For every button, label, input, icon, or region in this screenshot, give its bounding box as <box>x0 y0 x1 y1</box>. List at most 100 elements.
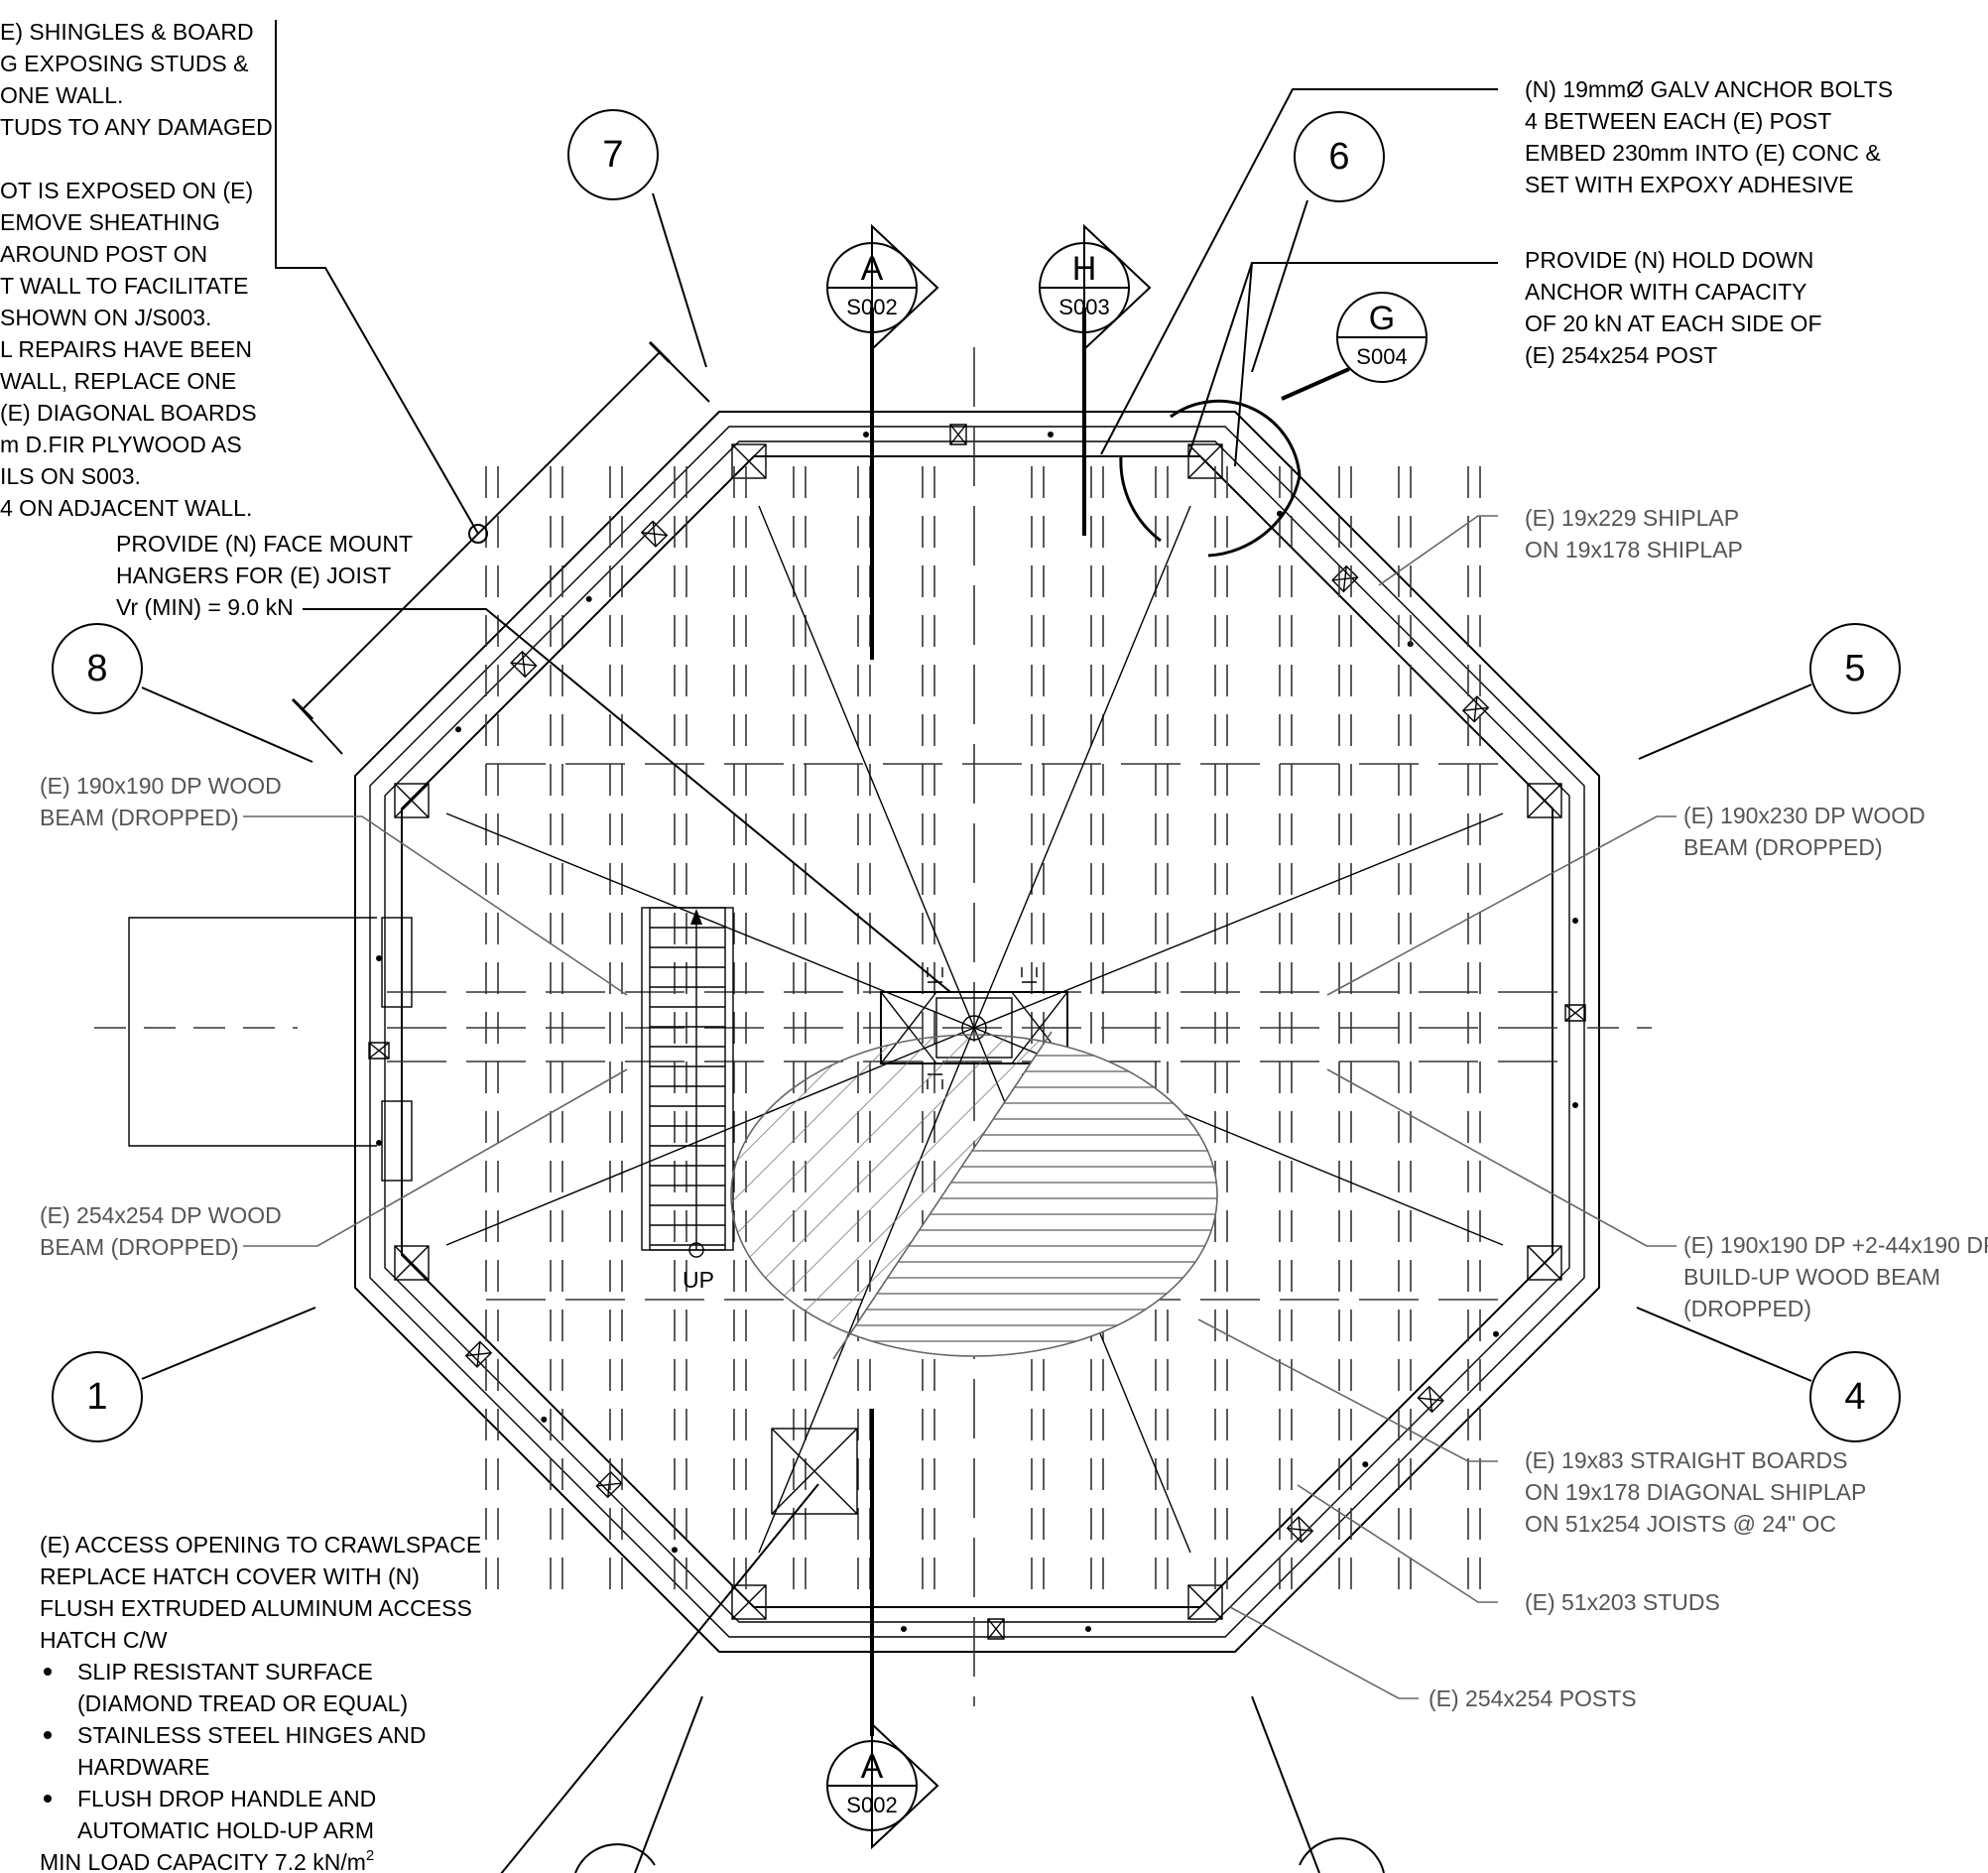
note-line: ILS ON S003. <box>0 463 141 489</box>
anchor-bolt <box>1362 1461 1369 1468</box>
anchor-bolt <box>1492 1330 1499 1337</box>
note-line: T WALL TO FACILITATE <box>0 273 249 299</box>
wall-stud-mark <box>949 424 967 445</box>
anchor-bolt <box>1048 432 1054 437</box>
note-line: (E) 19x83 STRAIGHT BOARDS <box>1525 1447 1848 1473</box>
stair-start <box>688 1242 704 1258</box>
wall-stud-mark <box>1462 706 1489 711</box>
note-line: SET WITH EXPOXY ADHESIVE <box>1525 172 1853 197</box>
stair-arrowhead <box>690 909 702 925</box>
note-line: BEAM (DROPPED) <box>40 805 239 830</box>
note-line: HATCH C/W <box>40 1627 168 1653</box>
leaders <box>243 20 1677 1873</box>
detail-mark-g: G S004 <box>1119 292 1428 558</box>
post <box>731 443 767 479</box>
anchor-bolt <box>585 595 592 602</box>
grid-bubble-6 <box>1294 111 1385 202</box>
note-line: PROVIDE (N) FACE MOUNT <box>116 531 413 557</box>
stair <box>641 907 734 1251</box>
note-line: ANCHOR WITH CAPACITY <box>1525 279 1807 305</box>
anchor-bolt <box>541 1416 548 1423</box>
grid-bubble-5 <box>1809 623 1901 714</box>
grid-label-6: 6 <box>1328 136 1349 178</box>
wall-studs <box>368 424 1586 1640</box>
wall-stud-mark <box>1298 1517 1303 1543</box>
note-beam-254: (E) 254x254 DP WOOD BEAM (DROPPED) <box>40 1202 282 1260</box>
section-a-sheet: S002 <box>846 295 897 319</box>
anchor-bolt <box>1572 918 1578 924</box>
anchor-bolt <box>901 1626 907 1632</box>
note-line: (N) 19mmØ GALV ANCHOR BOLTS <box>1525 76 1893 102</box>
post <box>731 1584 767 1620</box>
note-beam-190x230: (E) 190x230 DP WOOD BEAM (DROPPED) <box>1683 803 1926 860</box>
note-line: (E) 254x254 POST <box>1525 342 1717 368</box>
detail-g-letter: G <box>1369 300 1395 337</box>
wall-stud-mark <box>465 1352 492 1357</box>
note-line: SLIP RESISTANT SURFACE <box>77 1659 373 1685</box>
detail-g-sheet: S004 <box>1356 344 1407 369</box>
note-line: (DROPPED) <box>1683 1296 1811 1321</box>
section-mark-a-bottom: A S002 <box>826 1409 939 1850</box>
floor-joists <box>485 466 1481 1597</box>
grid-bubble-1 <box>52 1351 143 1442</box>
note-hangers: PROVIDE (N) FACE MOUNT HANGERS FOR (E) J… <box>116 531 413 620</box>
note-line: (E) 190x190 DP WOOD <box>40 773 282 799</box>
note-line: STAINLESS STEEL HINGES AND <box>77 1722 427 1748</box>
note-line: (E) 19x229 SHIPLAP <box>1525 505 1739 531</box>
note-line: (E) DIAGONAL BOARDS <box>0 400 257 426</box>
grid-bubble-8 <box>52 623 143 714</box>
section-mark-a-top: A S002 <box>826 223 939 660</box>
note-line: (DIAMOND TREAD OR EQUAL) <box>77 1690 408 1716</box>
anchor-bolt <box>376 955 382 961</box>
note-line: BEAM (DROPPED) <box>40 1234 239 1260</box>
dimension-line <box>291 340 710 755</box>
anchor-bolt <box>455 726 462 733</box>
anchor-bolt <box>1572 1102 1578 1108</box>
hatched-area <box>730 1031 1218 1360</box>
note-line: BEAM (DROPPED) <box>1683 834 1883 860</box>
grid-label-4: 4 <box>1844 1376 1865 1418</box>
wall-stud-mark <box>1429 1386 1433 1413</box>
post <box>394 783 430 818</box>
grid-label-5: 5 <box>1844 648 1865 689</box>
post <box>1527 1245 1562 1281</box>
grid-bubble-7 <box>567 109 659 200</box>
anchor-bolt <box>863 432 869 437</box>
bullet-icon <box>44 1795 52 1803</box>
note-access: (E) ACCESS OPENING TO CRAWLSPACE REPLACE… <box>40 1532 481 1873</box>
note-line: AROUND POST ON <box>0 241 207 267</box>
note-line: ON 51x254 JOISTS @ 24" OC <box>1525 1511 1836 1537</box>
stair-up-label: UP <box>683 1267 714 1293</box>
corner-posts <box>394 443 1562 1620</box>
section-h-sheet: S003 <box>1058 295 1109 319</box>
anchor-bolt <box>376 1140 382 1146</box>
note-line: WALL, REPLACE ONE <box>0 368 236 394</box>
section-h-letter: H <box>1072 250 1097 288</box>
wall-stud-mark <box>987 1618 1005 1640</box>
note-line: 4 BETWEEN EACH (E) POST <box>1525 108 1831 134</box>
section-a-bottom-sheet: S002 <box>846 1793 897 1817</box>
post <box>1527 783 1562 818</box>
note-line: EMOVE SHEATHING <box>0 209 220 235</box>
grid-bubble-4 <box>1809 1351 1901 1442</box>
grid-label-8: 8 <box>86 648 107 689</box>
note-line: G EXPOSING STUDS & <box>0 51 249 76</box>
note-line: (E) ACCESS OPENING TO CRAWLSPACE <box>40 1532 481 1558</box>
note-line: E) SHINGLES & BOARD <box>0 19 254 45</box>
wall-stud-mark <box>1332 576 1358 581</box>
note-shiplap: (E) 19x229 SHIPLAP ON 19x178 SHIPLAP <box>1525 505 1743 562</box>
grid-bubble-partial-right <box>1299 1837 1385 1873</box>
section-mark-h-top: H S003 <box>1039 223 1152 536</box>
note-line: HARDWARE <box>77 1754 209 1780</box>
grid-bubbles: 7 6 8 5 1 4 <box>52 109 1901 1873</box>
section-a-bottom-letter: A <box>861 1748 884 1786</box>
wall-stud-mark <box>368 1042 390 1060</box>
anchor-bolt <box>671 1547 678 1554</box>
note-line: REPLACE HATCH COVER WITH (N) <box>40 1563 420 1589</box>
post <box>394 1245 430 1281</box>
note-beam-buildup: (E) 190x190 DP +2-44x190 DP BUILD-UP WOO… <box>1683 1232 1988 1321</box>
bullet-icon <box>44 1668 52 1676</box>
octagon-walls <box>354 411 1600 1653</box>
note-line: ON 19x178 SHIPLAP <box>1525 537 1743 562</box>
